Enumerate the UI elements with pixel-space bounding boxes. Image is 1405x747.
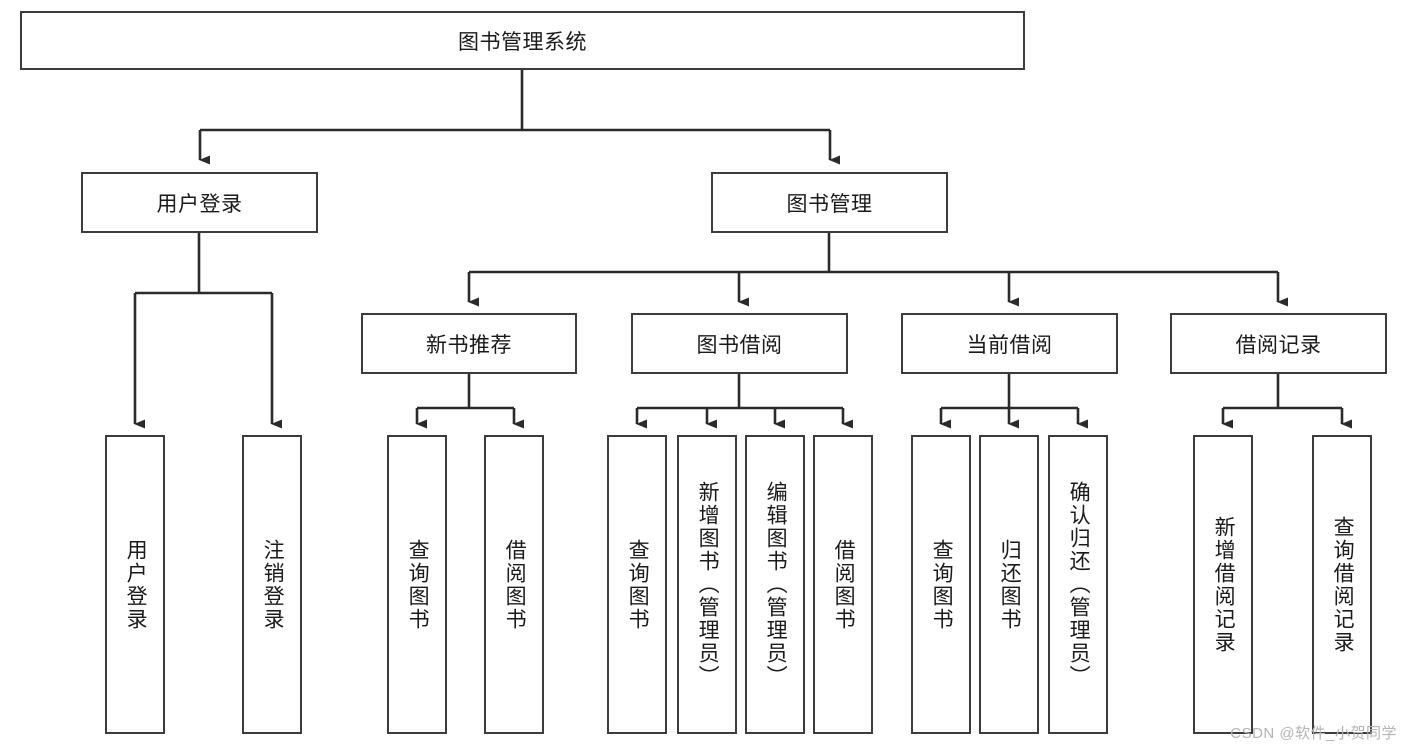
node-book-management[interactable]: 图书管理 <box>711 172 948 233</box>
node-current-borrow[interactable]: 当前借阅 <box>901 313 1118 374</box>
node-label: 借阅记录 <box>1235 333 1322 357</box>
node-borrow-record[interactable]: 借阅记录 <box>1170 313 1387 374</box>
leaf-user-login-1[interactable]: 用户登录 <box>105 435 165 734</box>
leaf-current-borrow-1[interactable]: 查询图书 <box>911 435 971 734</box>
node-label: 确认归还（管理员） <box>1067 481 1091 688</box>
leaf-borrow-record-1[interactable]: 新增借阅记录 <box>1193 435 1253 734</box>
leaf-new-book-recommend-2[interactable]: 借阅图书 <box>484 435 544 734</box>
node-label: 图书管理系统 <box>458 30 587 54</box>
node-label: 当前借阅 <box>966 333 1053 357</box>
leaf-current-borrow-2[interactable]: 归还图书 <box>979 435 1039 734</box>
node-label: 新增图书（管理员） <box>696 481 720 688</box>
node-label: 图书借阅 <box>696 333 783 357</box>
node-new-book-recommend[interactable]: 新书推荐 <box>361 313 577 374</box>
node-label: 查询图书 <box>930 538 954 631</box>
node-label: 查询图书 <box>406 538 430 631</box>
leaf-borrow-record-2[interactable]: 查询借阅记录 <box>1312 435 1372 734</box>
node-label: 新增借阅记录 <box>1212 515 1236 654</box>
node-label: 借阅图书 <box>503 538 527 631</box>
node-label: 用户登录 <box>124 538 148 631</box>
leaf-book-borrow-4[interactable]: 借阅图书 <box>813 435 873 734</box>
node-book-borrow[interactable]: 图书借阅 <box>631 313 848 374</box>
node-label: 新书推荐 <box>426 333 512 357</box>
leaf-current-borrow-3[interactable]: 确认归还（管理员） <box>1048 435 1108 734</box>
node-label: 编辑图书（管理员） <box>764 481 788 688</box>
node-label: 查询借阅记录 <box>1331 515 1355 654</box>
node-label: 借阅图书 <box>832 538 856 631</box>
node-label: 查询图书 <box>626 538 650 631</box>
leaf-book-borrow-2[interactable]: 新增图书（管理员） <box>677 435 737 734</box>
node-label: 归还图书 <box>998 538 1022 631</box>
leaf-new-book-recommend-1[interactable]: 查询图书 <box>387 435 447 734</box>
leaf-book-borrow-1[interactable]: 查询图书 <box>607 435 667 734</box>
node-user-login[interactable]: 用户登录 <box>81 172 318 233</box>
leaf-user-login-2[interactable]: 注销登录 <box>242 435 302 734</box>
watermark-text: CSDN @软件_小贺同学 <box>1230 725 1397 742</box>
node-label: 注销登录 <box>261 538 285 631</box>
node-root-book-management-system[interactable]: 图书管理系统 <box>20 11 1025 70</box>
leaf-book-borrow-3[interactable]: 编辑图书（管理员） <box>745 435 805 734</box>
node-label: 用户登录 <box>156 192 243 216</box>
node-label: 图书管理 <box>786 192 873 216</box>
